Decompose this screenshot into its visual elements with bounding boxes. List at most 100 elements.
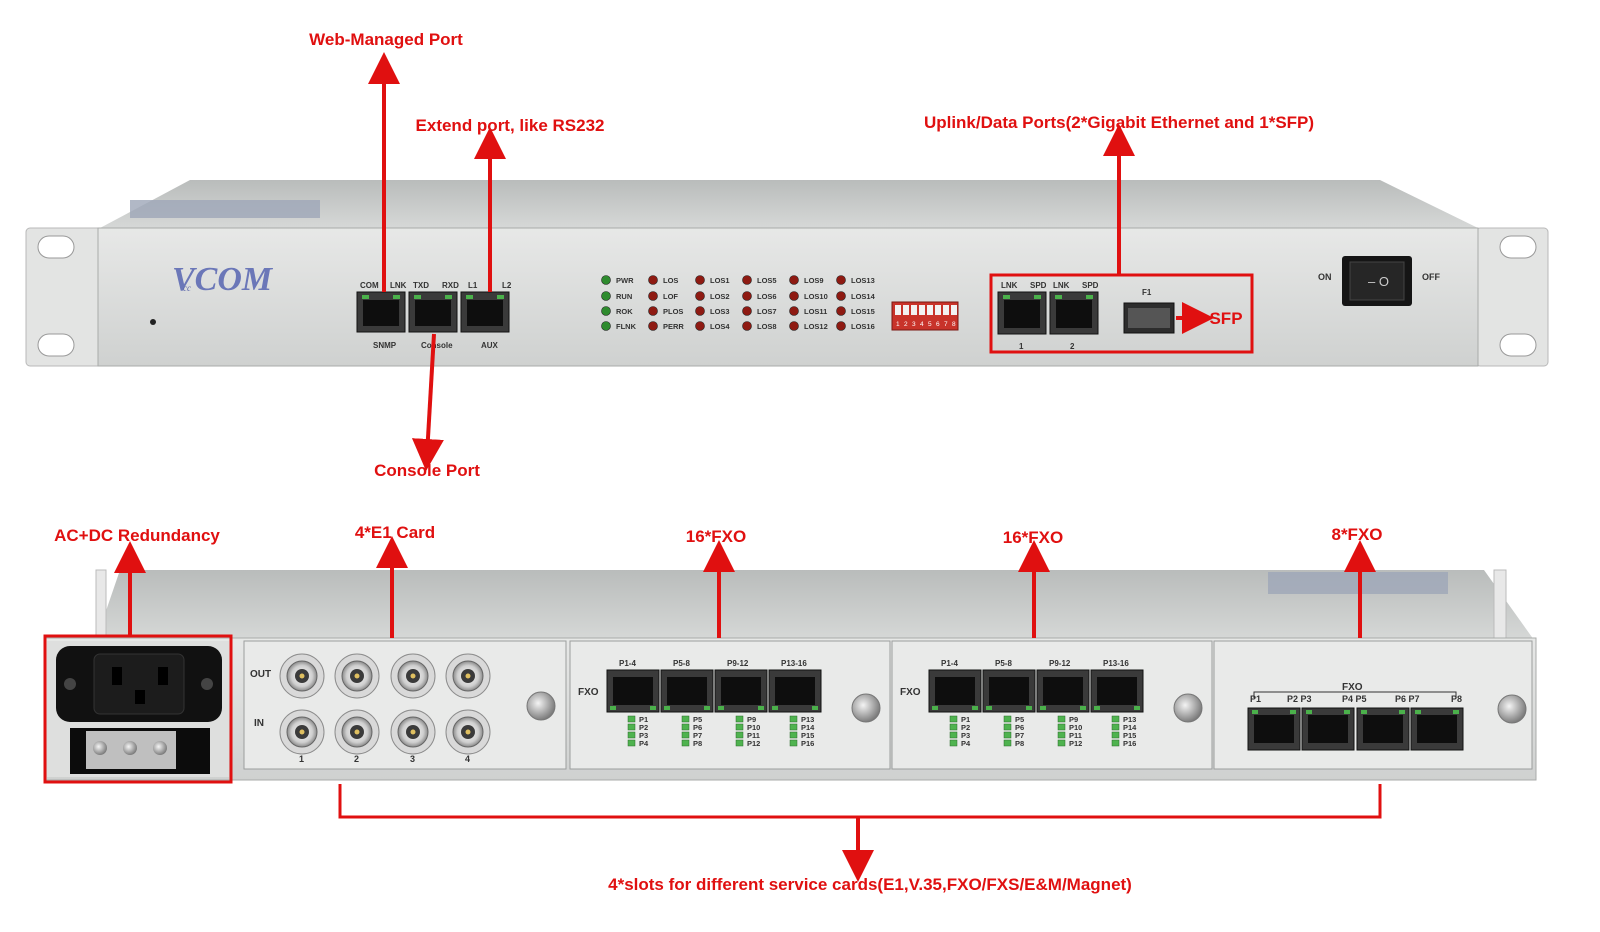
led-matrix: PWRRUNROKFLNKLOSLOFPLOSPERRLOS1LOS2LOS3L… [601, 275, 876, 331]
led-label: LOS2 [710, 292, 730, 301]
fxo-group-label: P5-8 [995, 659, 1012, 668]
fxo-led [949, 739, 958, 747]
callout-extend-port: Extend port, like RS232 [415, 116, 605, 135]
fxo-led [1057, 739, 1066, 747]
dip-number: 1 [896, 321, 900, 328]
led-indicator [742, 291, 752, 301]
fxo-port-label: P9 [747, 715, 756, 724]
fxo-port-label: P14 [801, 723, 815, 732]
fxo-port-label: P1 [639, 715, 648, 724]
e1-channel-number: 1 [299, 754, 304, 764]
fxo-port-label: P2 [639, 723, 648, 732]
led-indicator [695, 321, 705, 331]
led-indicator [742, 306, 752, 316]
dip-key [927, 305, 933, 315]
fxo-port-label: P15 [801, 731, 814, 740]
dip-key [935, 305, 941, 315]
fxo-port-label: P3 [961, 731, 970, 740]
fxo-port-label: P15 [1123, 731, 1136, 740]
fxo-port-label: P1 [961, 715, 970, 724]
fxo-led [949, 731, 958, 739]
fxo-group-label: P9-12 [727, 659, 749, 668]
arrow-console-port [411, 333, 444, 471]
dip-key [943, 305, 949, 315]
dip-key [951, 305, 957, 315]
fxo-led [1057, 731, 1066, 739]
led-label: PLOS [663, 307, 683, 316]
fxo-port-label: P12 [1069, 739, 1082, 748]
fxo-led [789, 731, 798, 739]
switch-label-off: OFF [1422, 272, 1440, 282]
led-label: LOS15 [851, 307, 875, 316]
dip-number: 8 [952, 321, 956, 328]
fxo-led [789, 739, 798, 747]
led-indicator [836, 291, 846, 301]
fxo-port-label: P7 [693, 731, 702, 740]
front-face [97, 227, 1479, 367]
sfp-port-label: F1 [1142, 288, 1152, 297]
fxo-led [1111, 731, 1120, 739]
fxo-group-label: P5-8 [673, 659, 690, 668]
fxo-port-label: P9 [1069, 715, 1078, 724]
fxo-port-label: P11 [747, 731, 760, 740]
callout-ac-dc-redundancy: AC+DC Redundancy [54, 526, 220, 545]
fxo-port-label: P5 [1015, 715, 1024, 724]
fxo16-card-1: FXOP1-4P1P2P3P4P5-8P5P6P7P8P9-12P9P10P11… [569, 640, 891, 770]
fxo-port-label: P8 [693, 739, 702, 748]
fxo-card-label: FXO [578, 687, 599, 698]
fxo-led [949, 723, 958, 731]
uplink-label-lnk-1: LNK [1001, 281, 1018, 290]
fxo-led [627, 715, 636, 723]
callout-fxo16-b: 16*FXO [1002, 528, 1064, 547]
led-label: LOS9 [804, 276, 824, 285]
fxo8-port-p1: P1 [1250, 694, 1261, 704]
led-indicator [836, 275, 846, 285]
fxo-led [681, 723, 690, 731]
fxo8-port-p4p5: P4 P5 [1342, 694, 1367, 704]
dip-number: 4 [920, 321, 924, 328]
led-indicator [648, 321, 658, 331]
port-label-console: Console [421, 341, 453, 350]
fxo-led [681, 739, 690, 747]
dip-number: 3 [912, 321, 916, 328]
callout-e1-card: 4*E1 Card [354, 523, 436, 542]
callout-uplink-ports: Uplink/Data Ports(2*Gigabit Ethernet and… [923, 113, 1315, 132]
port-label-snmp: SNMP [373, 341, 397, 350]
led-indicator [836, 321, 846, 331]
fxo-port-label: P7 [1015, 731, 1024, 740]
led-label: LOS16 [851, 322, 875, 331]
led-label: FLNK [616, 322, 637, 331]
led-label: LOS13 [851, 276, 875, 285]
fxo8-port-p8: P8 [1451, 694, 1462, 704]
led-indicator [742, 275, 752, 285]
fxo16-card-2: FXOP1-4P1P2P3P4P5-8P5P6P7P8P9-12P9P10P11… [891, 640, 1213, 770]
e1-channel-number: 2 [354, 754, 359, 764]
fxo-port-label: P6 [693, 723, 702, 732]
led-label: LOS5 [757, 276, 777, 285]
led-label: LOS7 [757, 307, 777, 316]
fxo-led [627, 739, 636, 747]
uplink-number-2: 2 [1070, 342, 1075, 351]
callout-console-port: Console Port [374, 461, 480, 480]
fxo-led [735, 739, 744, 747]
e1-label-out: OUT [250, 669, 271, 680]
fxo8-port-p6p7: P6 P7 [1395, 694, 1420, 704]
uplink-ports: LNK SPD LNK SPD 1 2 F1 [997, 281, 1175, 351]
led-label: LOS11 [804, 307, 827, 316]
fxo-led [1003, 739, 1012, 747]
led-label: LOS10 [804, 292, 828, 301]
fxo-port-label: P12 [747, 739, 760, 748]
fxo-led [681, 731, 690, 739]
fxo-led [735, 731, 744, 739]
fxo-group-label: P1-4 [619, 659, 636, 668]
led-indicator [601, 306, 611, 316]
fxo-led [789, 723, 798, 731]
led-indicator [789, 291, 799, 301]
fxo8-title: FXO [1342, 682, 1363, 693]
dip-key [903, 305, 909, 315]
fxo-led [1111, 739, 1120, 747]
fxo-port-label: P3 [639, 731, 648, 740]
e1-channel-number: 4 [465, 754, 470, 764]
